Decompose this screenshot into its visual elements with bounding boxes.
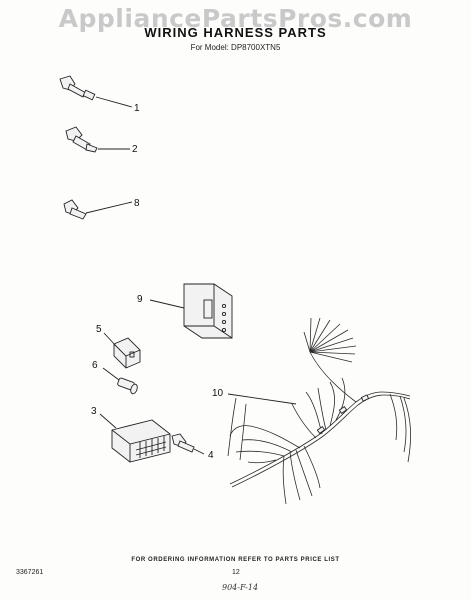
callout-3: 3 <box>91 406 97 417</box>
callout-9: 9 <box>137 294 143 305</box>
part-9-connector-block: 9 <box>137 283 233 339</box>
callout-1: 1 <box>134 103 140 114</box>
callout-6: 6 <box>92 360 98 371</box>
part-6-plug: 6 <box>92 360 138 395</box>
part-8-terminal: 8 <box>63 198 140 220</box>
part-10-wiring-harness: 10 <box>212 317 412 505</box>
handwritten-note: 904-F-14 <box>222 583 259 592</box>
part-1-terminal: 1 <box>59 75 140 114</box>
document-part-number: 3367261 <box>16 569 44 576</box>
watermark: AppliancePartsPros.com <box>58 4 413 33</box>
part-4-terminal: 4 <box>171 433 214 461</box>
callout-10: 10 <box>212 388 224 399</box>
part-2-terminal: 2 <box>65 126 138 155</box>
callout-8: 8 <box>134 198 140 209</box>
part-3-multi-pin-connector: 3 <box>91 406 171 463</box>
page-number: 12 <box>232 569 240 576</box>
model-subtitle: For Model: DP8700XTN5 <box>190 43 281 52</box>
callout-5: 5 <box>96 324 102 335</box>
page-title: WIRING HARNESS PARTS <box>144 25 327 40</box>
callout-2: 2 <box>132 144 138 155</box>
ordering-information-note: FOR ORDERING INFORMATION REFER TO PARTS … <box>131 557 340 563</box>
callout-4: 4 <box>208 450 214 461</box>
part-5-connector: 5 <box>96 324 141 369</box>
